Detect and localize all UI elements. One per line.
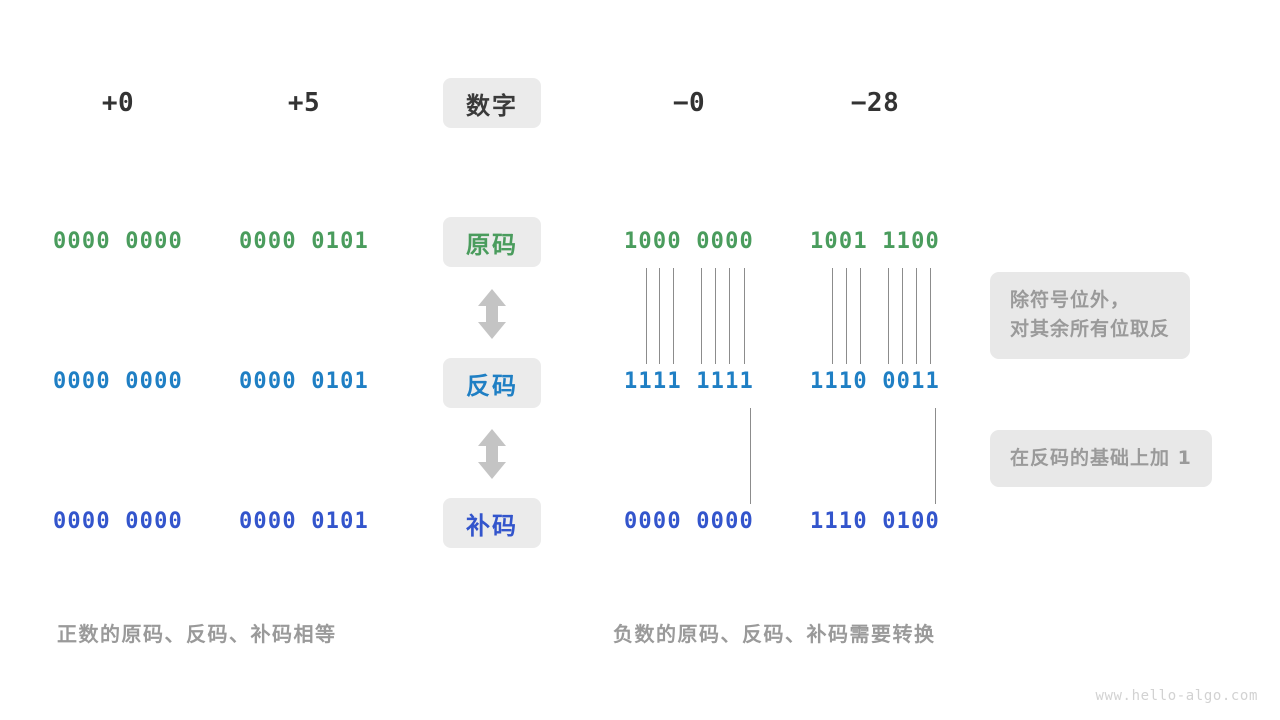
connector-invert-minus-28-b6 [916, 268, 918, 364]
watermark: www.hello-algo.com [1095, 688, 1258, 704]
connector-invert-minus-zero-b5 [715, 268, 717, 364]
connector-addone-minus-zero [750, 408, 752, 504]
connector-invert-minus-28-b3 [860, 268, 862, 364]
bits-ones-complement-plus-five: 0000 0101 [238, 369, 369, 394]
row-badge-twos-complement: 补码 [443, 498, 541, 548]
connector-invert-minus-28-b2 [846, 268, 848, 364]
bits-sign-magnitude-minus-28: 1001 1100 [809, 229, 940, 254]
bits-sign-magnitude-plus-zero: 0000 0000 [52, 229, 183, 254]
connector-invert-minus-28-b4 [888, 268, 890, 364]
connector-invert-minus-zero-b3 [673, 268, 675, 364]
bits-sign-magnitude-minus-zero: 1000 0000 [623, 229, 754, 254]
column-header-plus-zero: +0 [101, 88, 135, 118]
connector-invert-minus-zero-b1 [646, 268, 648, 364]
bits-twos-complement-plus-five: 0000 0101 [238, 509, 369, 534]
note-add-one: 在反码的基础上加 1 [990, 430, 1212, 488]
column-header-minus-28: −28 [850, 88, 900, 118]
connector-invert-minus-28-b1 [832, 268, 834, 364]
note-invert-bits-line2: 对其余所有位取反 [1010, 318, 1171, 341]
connector-invert-minus-28-b5 [902, 268, 904, 364]
note-invert-bits: 除符号位外， 对其余所有位取反 [990, 272, 1191, 359]
bits-ones-complement-minus-28: 1110 0011 [809, 369, 940, 394]
bits-ones-complement-minus-zero: 1111 1111 [623, 369, 754, 394]
row-badge-sign-magnitude: 原码 [443, 217, 541, 267]
double-arrow-vertical-icon-bottom [475, 428, 509, 480]
connector-invert-minus-zero-b7 [744, 268, 746, 364]
connector-invert-minus-28-b7 [930, 268, 932, 364]
row-badge-ones-complement: 反码 [443, 358, 541, 408]
column-header-plus-five: +5 [287, 88, 321, 118]
bits-twos-complement-minus-zero: 0000 0000 [623, 509, 754, 534]
caption-negative: 负数的原码、反码、补码需要转换 [613, 622, 936, 646]
row-badge-number: 数字 [443, 78, 541, 128]
note-invert-bits-line1: 除符号位外， [1010, 289, 1131, 311]
caption-positive: 正数的原码、反码、补码相等 [57, 622, 337, 646]
connector-addone-minus-28 [935, 408, 937, 504]
connector-invert-minus-zero-b2 [659, 268, 661, 364]
bits-sign-magnitude-plus-five: 0000 0101 [238, 229, 369, 254]
connector-invert-minus-zero-b4 [701, 268, 703, 364]
bits-twos-complement-plus-zero: 0000 0000 [52, 509, 183, 534]
bits-twos-complement-minus-28: 1110 0100 [809, 509, 940, 534]
bits-ones-complement-plus-zero: 0000 0000 [52, 369, 183, 394]
connector-invert-minus-zero-b6 [729, 268, 731, 364]
double-arrow-vertical-icon-top [475, 288, 509, 340]
column-header-minus-zero: −0 [672, 88, 706, 118]
